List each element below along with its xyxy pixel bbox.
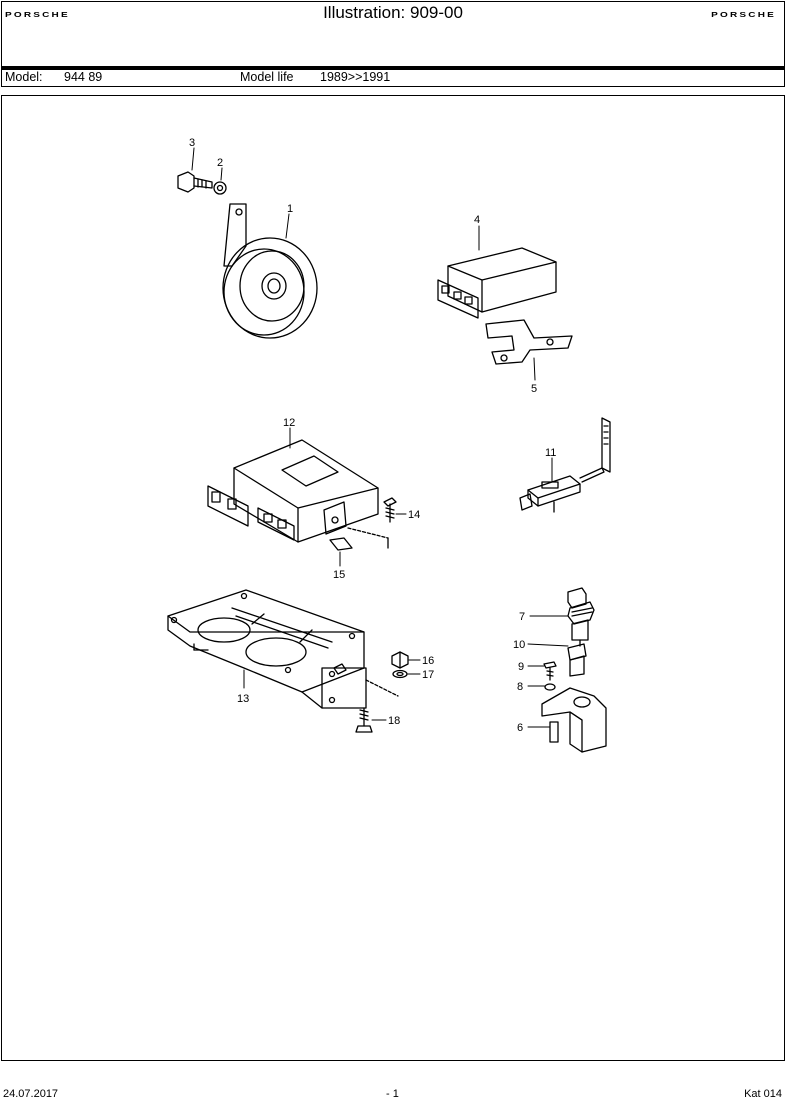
clip-part-15 [329, 527, 389, 551]
model-value: 944 89 [64, 70, 103, 84]
sensor-part-11 [519, 417, 611, 513]
control-unit-part [207, 439, 379, 543]
callout-3: 3 [189, 137, 195, 149]
callout-numbers: 1 2 3 4 5 6 7 8 9 10 11 12 13 14 15 16 1… [189, 137, 556, 734]
callout-13: 13 [237, 693, 249, 705]
parts-diagram-svg: 1 2 3 4 5 6 7 8 9 10 11 12 13 14 15 16 1… [167, 137, 611, 753]
callout-16: 16 [422, 655, 434, 667]
mounting-plate-part [167, 589, 367, 709]
model-label: Model: [5, 70, 43, 84]
footer-catalog: Kat 014 [744, 1088, 782, 1100]
washer-part-2 [213, 181, 227, 195]
relay-module-part [437, 247, 557, 319]
footer-page-number: - 1 [386, 1088, 399, 1100]
header: PORSCHE Illustration: 909-00 PORSCHE [1, 1, 785, 67]
porsche-logo-left: PORSCHE [5, 11, 70, 20]
bolt-part-18 [355, 707, 373, 733]
callout-9: 9 [518, 661, 524, 673]
callout-2: 2 [217, 157, 223, 169]
model-life-label: Model life [240, 70, 294, 84]
callout-6: 6 [517, 722, 523, 734]
porsche-logo-right: PORSCHE [711, 11, 776, 20]
connector-part-10 [567, 643, 587, 677]
model-bar: Model: 944 89 Model life 1989>>1991 [1, 67, 785, 87]
callout-11: 11 [545, 447, 556, 459]
washer-part-17 [365, 669, 408, 697]
page-title: Illustration: 909-00 [323, 3, 463, 22]
callout-12: 12 [283, 417, 295, 429]
footer-date: 24.07.2017 [3, 1088, 59, 1100]
horn-part [222, 203, 318, 339]
callout-17: 17 [422, 669, 434, 681]
screw-part-14 [383, 497, 397, 523]
washer-part-8 [544, 683, 556, 691]
screw-part-9 [543, 661, 557, 681]
callout-10: 10 [513, 639, 525, 651]
callout-4: 4 [474, 214, 480, 226]
bracket-part-5 [485, 319, 573, 365]
model-life-value: 1989>>1991 [320, 70, 391, 84]
callout-5: 5 [531, 383, 537, 395]
bolt-part-3 [177, 171, 213, 193]
parts-illustration: 1 2 3 4 5 6 7 8 9 10 11 12 13 14 15 16 1… [1, 95, 785, 1061]
nut-part-16 [391, 651, 409, 669]
callout-8: 8 [517, 681, 523, 693]
callout-18: 18 [388, 715, 400, 727]
callout-7: 7 [519, 611, 525, 623]
callout-14: 14 [408, 509, 420, 521]
switch-part-7 [567, 587, 595, 647]
leader-lines [191, 147, 569, 728]
bracket-part-6 [541, 687, 607, 753]
callout-15: 15 [333, 569, 345, 581]
callout-1: 1 [287, 203, 293, 215]
